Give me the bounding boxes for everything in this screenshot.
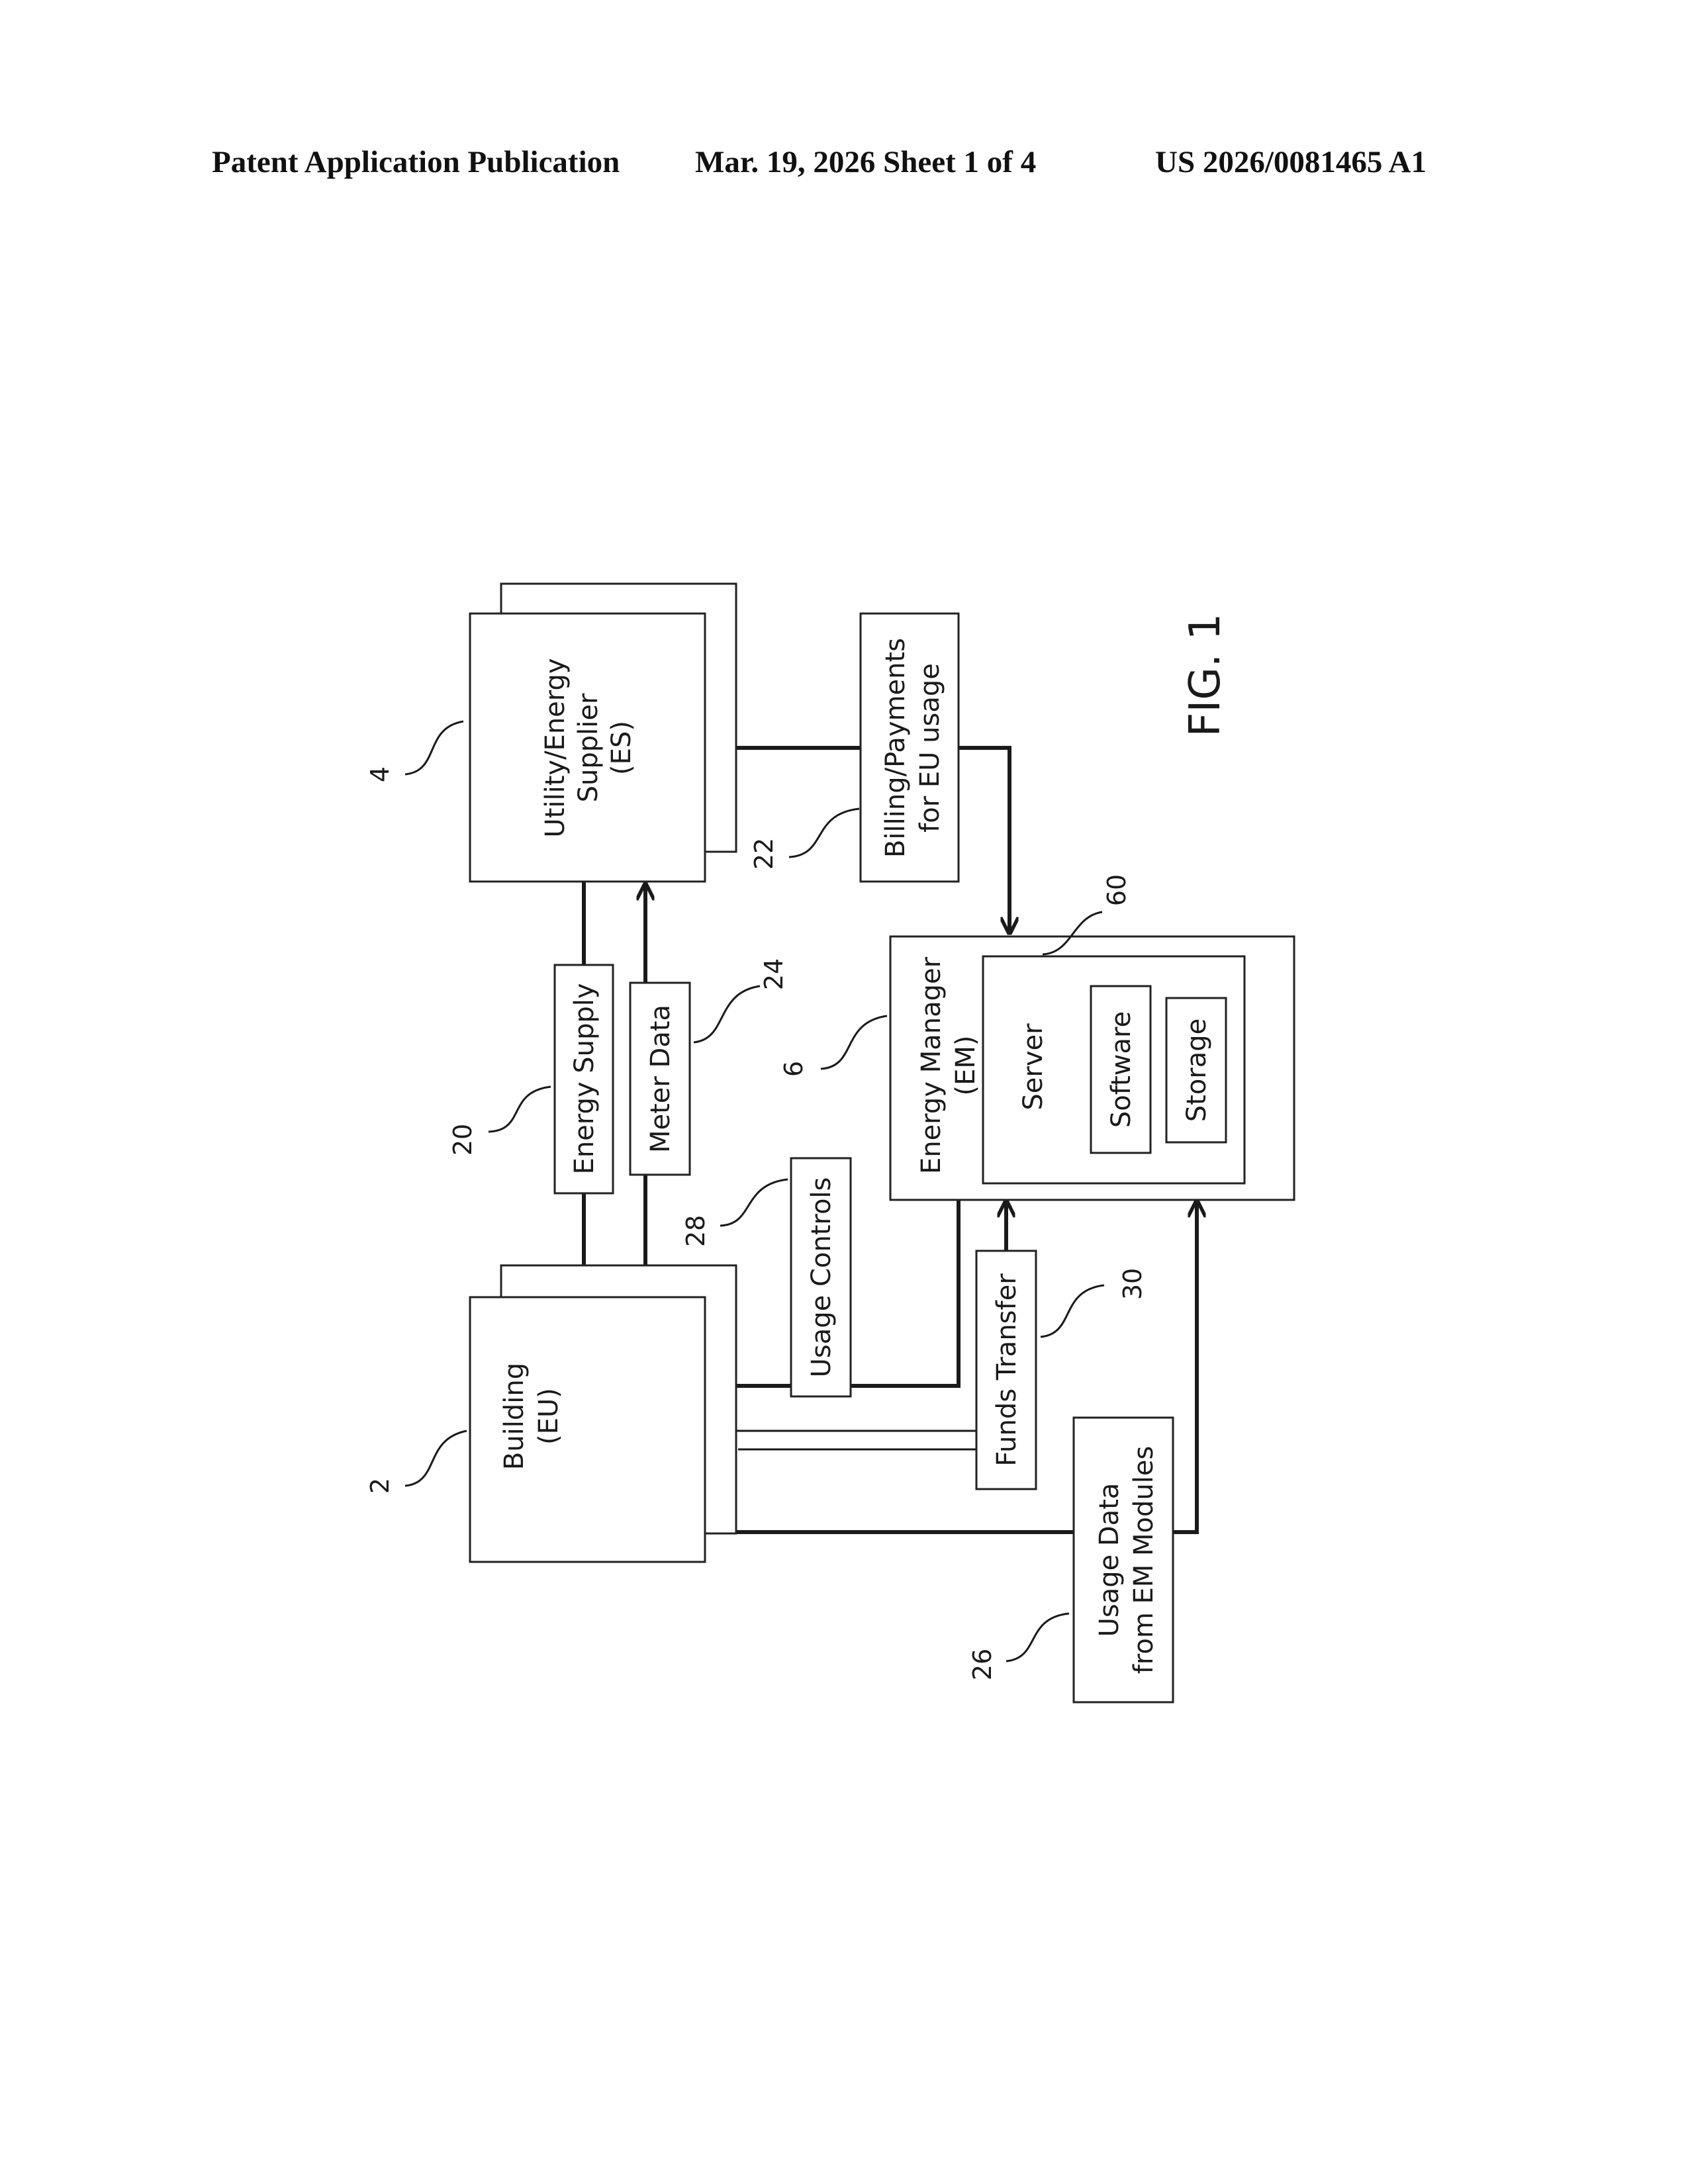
meter-data-ref-leader xyxy=(694,986,760,1042)
billing-ref-number: 22 xyxy=(749,838,778,870)
building-ref-number: 2 xyxy=(365,1478,395,1494)
supplier-ref-leader xyxy=(405,721,463,774)
billing-label-line1: Billing/Payments xyxy=(880,638,911,858)
billing-to-manager-arrow xyxy=(959,748,1009,933)
energy-supply-ref-leader xyxy=(489,1087,551,1132)
building-ref-leader xyxy=(405,1431,467,1486)
server-label: Server xyxy=(1018,1023,1049,1111)
funds-transfer-ref-leader xyxy=(1041,1285,1104,1337)
supplier-label-line1: Utility/Energy xyxy=(540,658,571,837)
supplier-label-line2: Supplier xyxy=(573,693,604,802)
billing-label-line2: for EU usage xyxy=(915,663,945,833)
funds-transfer-label: Funds Transfer xyxy=(992,1273,1022,1467)
usage-data-ref-number: 26 xyxy=(968,1649,997,1680)
supplier-ref-number: 4 xyxy=(365,766,395,782)
figure-label: FIG. 1 xyxy=(1181,614,1230,737)
manager-ref-leader xyxy=(821,1016,887,1069)
energy-supply-label: Energy Supply xyxy=(569,983,600,1174)
manager-label-line1: Energy Manager xyxy=(916,956,947,1174)
funds-transfer-ref-number: 30 xyxy=(1118,1268,1147,1300)
software-label: Software xyxy=(1106,1011,1137,1128)
manager-ref-number: 6 xyxy=(779,1061,808,1077)
usage-data-label-line2: from EM Modules xyxy=(1129,1446,1159,1674)
billing-ref-leader xyxy=(789,809,859,857)
usage-controls-ref-number: 28 xyxy=(681,1215,710,1247)
usage-controls-ref-leader xyxy=(720,1179,788,1226)
manager-label-line2: (EM) xyxy=(951,1036,981,1096)
supplier-label-line3: (ES) xyxy=(606,721,637,775)
storage-label: Storage xyxy=(1182,1019,1212,1122)
usage-controls-label: Usage Controls xyxy=(806,1177,837,1378)
server-ref-number: 60 xyxy=(1102,874,1131,906)
building-label-line1: Building xyxy=(499,1363,530,1470)
usage-data-label-line1: Usage Data xyxy=(1094,1483,1125,1637)
meter-data-label: Meter Data xyxy=(645,1005,676,1153)
building-label-line2: (EU) xyxy=(534,1388,564,1445)
energy-supply-ref-number: 20 xyxy=(448,1124,477,1156)
usage-data-ref-leader xyxy=(1006,1614,1069,1661)
meter-data-ref-number: 24 xyxy=(759,958,788,990)
